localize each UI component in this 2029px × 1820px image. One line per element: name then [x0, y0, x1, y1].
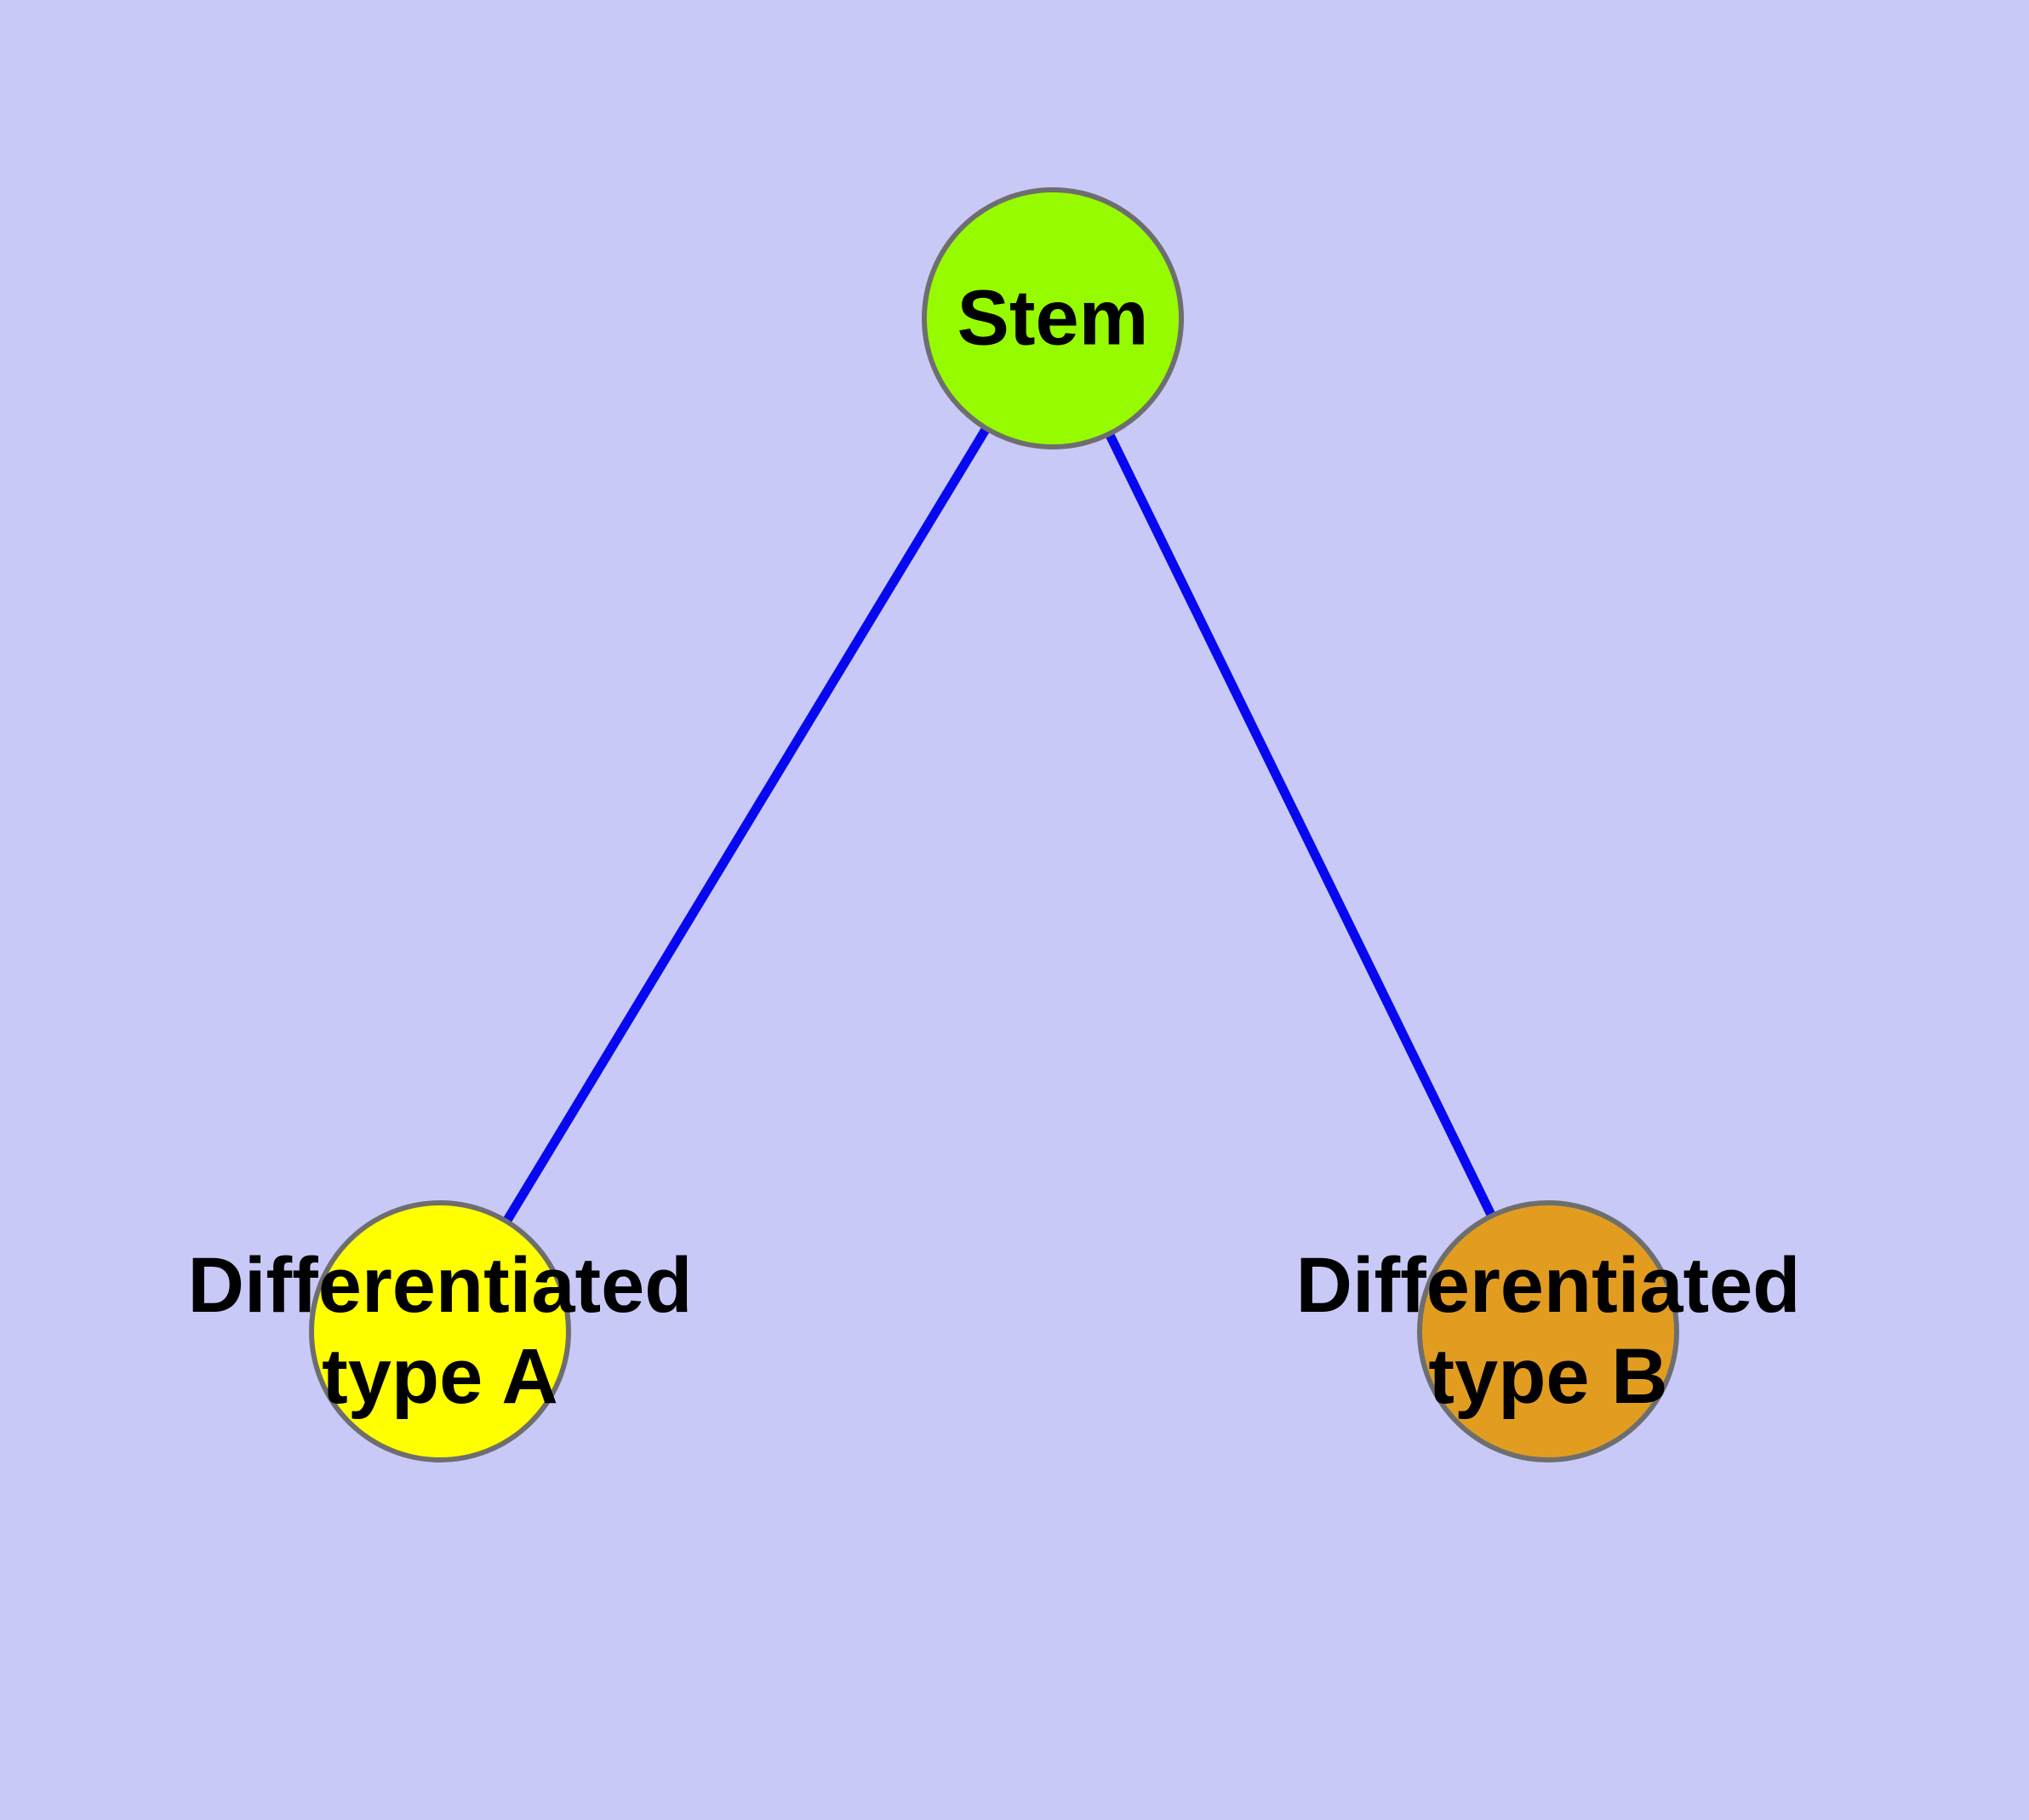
node-type-b-label-line2: type B: [1428, 1333, 1668, 1420]
edge-stem-to-type-a: [436, 316, 1057, 1334]
node-type-a-circle: [309, 1200, 571, 1462]
node-type-a-label-line1: Differentiated: [187, 1242, 693, 1329]
node-type-a-label-line2: type A: [322, 1333, 558, 1420]
node-stem-label: Stem: [957, 274, 1149, 362]
node-stem-circle: [922, 187, 1184, 449]
node-type-b-label-line1: Differentiated: [1295, 1242, 1801, 1329]
node-type-b-label: Differentiated type B: [1296, 1240, 1801, 1422]
edge-stem-to-type-b: [1049, 316, 1552, 1334]
node-type-a-label: Differentiated type A: [188, 1240, 693, 1422]
node-type-b-circle: [1417, 1200, 1679, 1462]
